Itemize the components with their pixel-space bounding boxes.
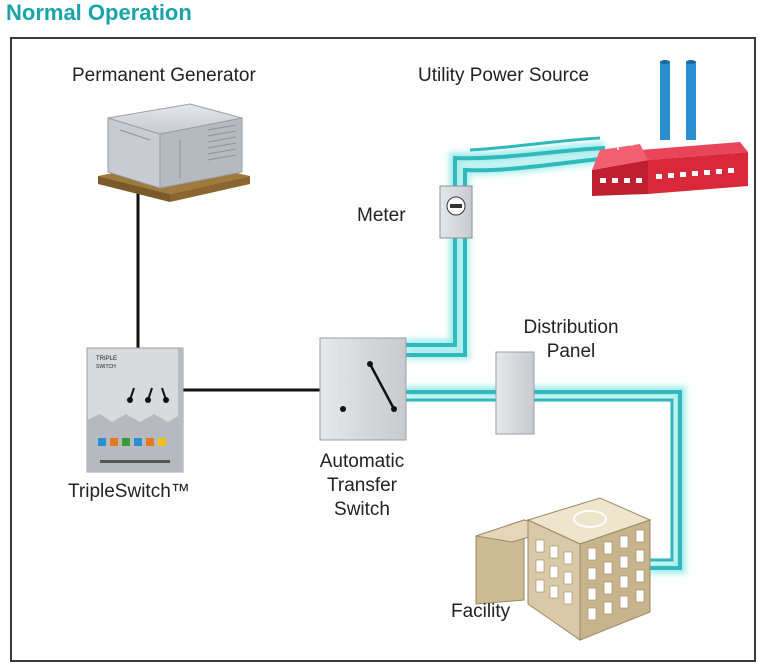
utility-label: Utility Power Source — [418, 65, 590, 86]
meter-illustration — [439, 185, 473, 239]
facility-power-line — [406, 386, 686, 574]
utility-power-line — [406, 136, 611, 360]
distribution-panel-illustration — [495, 351, 535, 435]
ats-label-line1: Automatic — [319, 451, 405, 472]
ats-label: Automatic Transfer Switch — [292, 450, 432, 522]
page-title: Normal Operation — [6, 0, 192, 25]
facility-label: Facility — [451, 601, 511, 622]
diagram-frame — [10, 37, 756, 662]
ats-label-line2: Transfer — [326, 475, 398, 496]
facility-illustration — [475, 497, 652, 641]
ats-label-line3: Switch — [334, 499, 390, 520]
distribution-panel-label: Distribution Panel — [496, 316, 646, 364]
generator-label: Permanent Generator — [72, 65, 256, 86]
meter-label: Meter — [357, 205, 406, 226]
tripleswitch-brand-text: TRIPLE — [96, 356, 117, 362]
tripleswitch-sub-text: SWITCH — [96, 364, 116, 370]
tripleswitch-illustration: TRIPLE SWITCH — [86, 347, 184, 473]
utility-factory-illustration — [592, 60, 748, 196]
tripleswitch-label: TripleSwitch™ — [68, 481, 190, 502]
generator-illustration — [98, 103, 250, 202]
distribution-label-line1: Distribution — [523, 317, 619, 338]
distribution-label-line2: Panel — [546, 341, 596, 362]
ats-illustration — [319, 337, 407, 441]
